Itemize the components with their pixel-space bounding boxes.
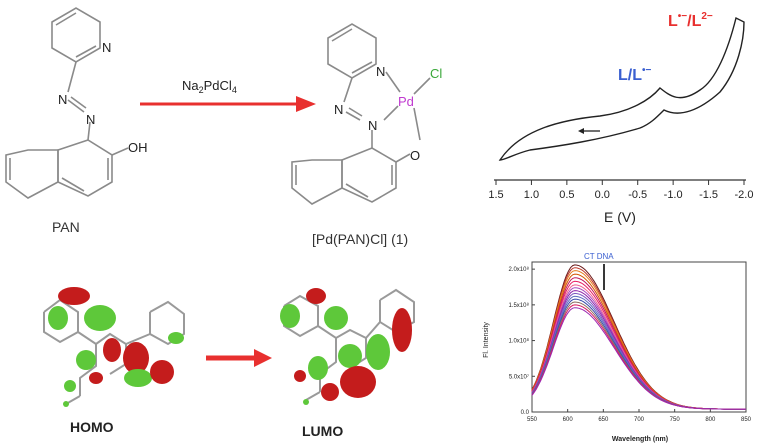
pan-n-azo-2: N: [86, 112, 95, 127]
cv-x-tick-label: 0.0: [595, 189, 610, 201]
cv-annotation-l-redox: L/L•−: [618, 65, 652, 84]
fl-y-tick-label: 1.5x10⁸: [508, 302, 529, 309]
fl-x-tick-label: 600: [563, 417, 574, 423]
complex-n-pyridine: N: [376, 64, 385, 79]
fl-x-tick-label: 800: [705, 417, 716, 423]
complex-o: O: [410, 148, 420, 163]
complex-n-azo-1: N: [334, 102, 343, 117]
pan-structure: [5, 7, 129, 199]
cv-annotation-l2-redox: L•−/L2−: [668, 11, 713, 30]
cv-plot: 1.5 1.0 0.5 0.0 -0.5 -1.0 -1.5 -2.0 E (V) L/L•−…: [488, 11, 753, 225]
fl-y-tick-label: 2.0x10⁸: [508, 266, 529, 273]
fluorescence-chart: 0.0 5.0x10⁷ 1.0x10⁸ 1.5x10⁸ 2.0x10⁸ 550 600 65…: [483, 252, 752, 443]
cv-x-tick-label: 1.5: [488, 189, 503, 201]
fl-x-tick-label: 700: [634, 417, 645, 423]
pan-n-pyridine: N: [102, 40, 111, 55]
complex-pd: Pd: [398, 94, 414, 109]
fl-y-tick-label: 1.0x10⁸: [508, 338, 529, 345]
fl-x-tick-label: 550: [527, 417, 538, 423]
pan-oh: OH: [128, 140, 148, 155]
fl-ylabel: Fl. Intensity: [483, 322, 490, 358]
fl-x-tick-label: 850: [741, 417, 752, 423]
cv-x-tick-label: 0.5: [559, 189, 574, 201]
fl-series-group: [531, 264, 746, 410]
fl-y-tick-label: 0.0: [521, 410, 530, 416]
cv-curve: [498, 16, 745, 161]
fl-x-ticks: 550 600 650 700 750 800 850: [527, 409, 752, 423]
complex-cl: Cl: [430, 66, 442, 81]
lumo-orbital: [280, 288, 415, 405]
fl-y-tick-label: 5.0x10⁷: [509, 373, 529, 380]
cv-x-tick-label: -0.5: [628, 189, 647, 201]
cv-xlabel: E (V): [604, 209, 636, 225]
pan-n-azo-1: N: [58, 92, 67, 107]
reaction-arrow: [140, 96, 316, 112]
reagent-label: Na2PdCl4: [182, 78, 237, 95]
fl-y-ticks: 0.0 5.0x10⁷ 1.0x10⁸ 1.5x10⁸ 2.0x10⁸: [508, 266, 535, 416]
cv-x-tick-label: -2.0: [735, 189, 754, 201]
pd-complex-structure: [291, 23, 431, 205]
cv-x-tick-label: -1.0: [664, 189, 683, 201]
cv-x-tick-label: -1.5: [699, 189, 718, 201]
lumo-label: LUMO: [302, 423, 343, 439]
orbital-arrow: [206, 349, 272, 367]
pan-label: PAN: [52, 219, 80, 235]
complex-label: [Pd(PAN)Cl] (1): [312, 231, 408, 247]
cv-x-tick-label: 1.0: [524, 189, 539, 201]
cv-x-ticks: 1.5 1.0 0.5 0.0 -0.5 -1.0 -1.5 -2.0: [488, 180, 753, 201]
fl-x-tick-label: 750: [670, 417, 681, 423]
complex-n-azo-2: N: [368, 118, 377, 133]
fl-xlabel: Wavelength (nm): [612, 436, 668, 443]
homo-orbital: [43, 287, 185, 407]
homo-label: HOMO: [70, 419, 114, 435]
fl-annotation-ct-dna: CT DNA: [584, 252, 614, 261]
fl-x-tick-label: 650: [598, 417, 609, 423]
fl-series-line: [531, 307, 746, 410]
